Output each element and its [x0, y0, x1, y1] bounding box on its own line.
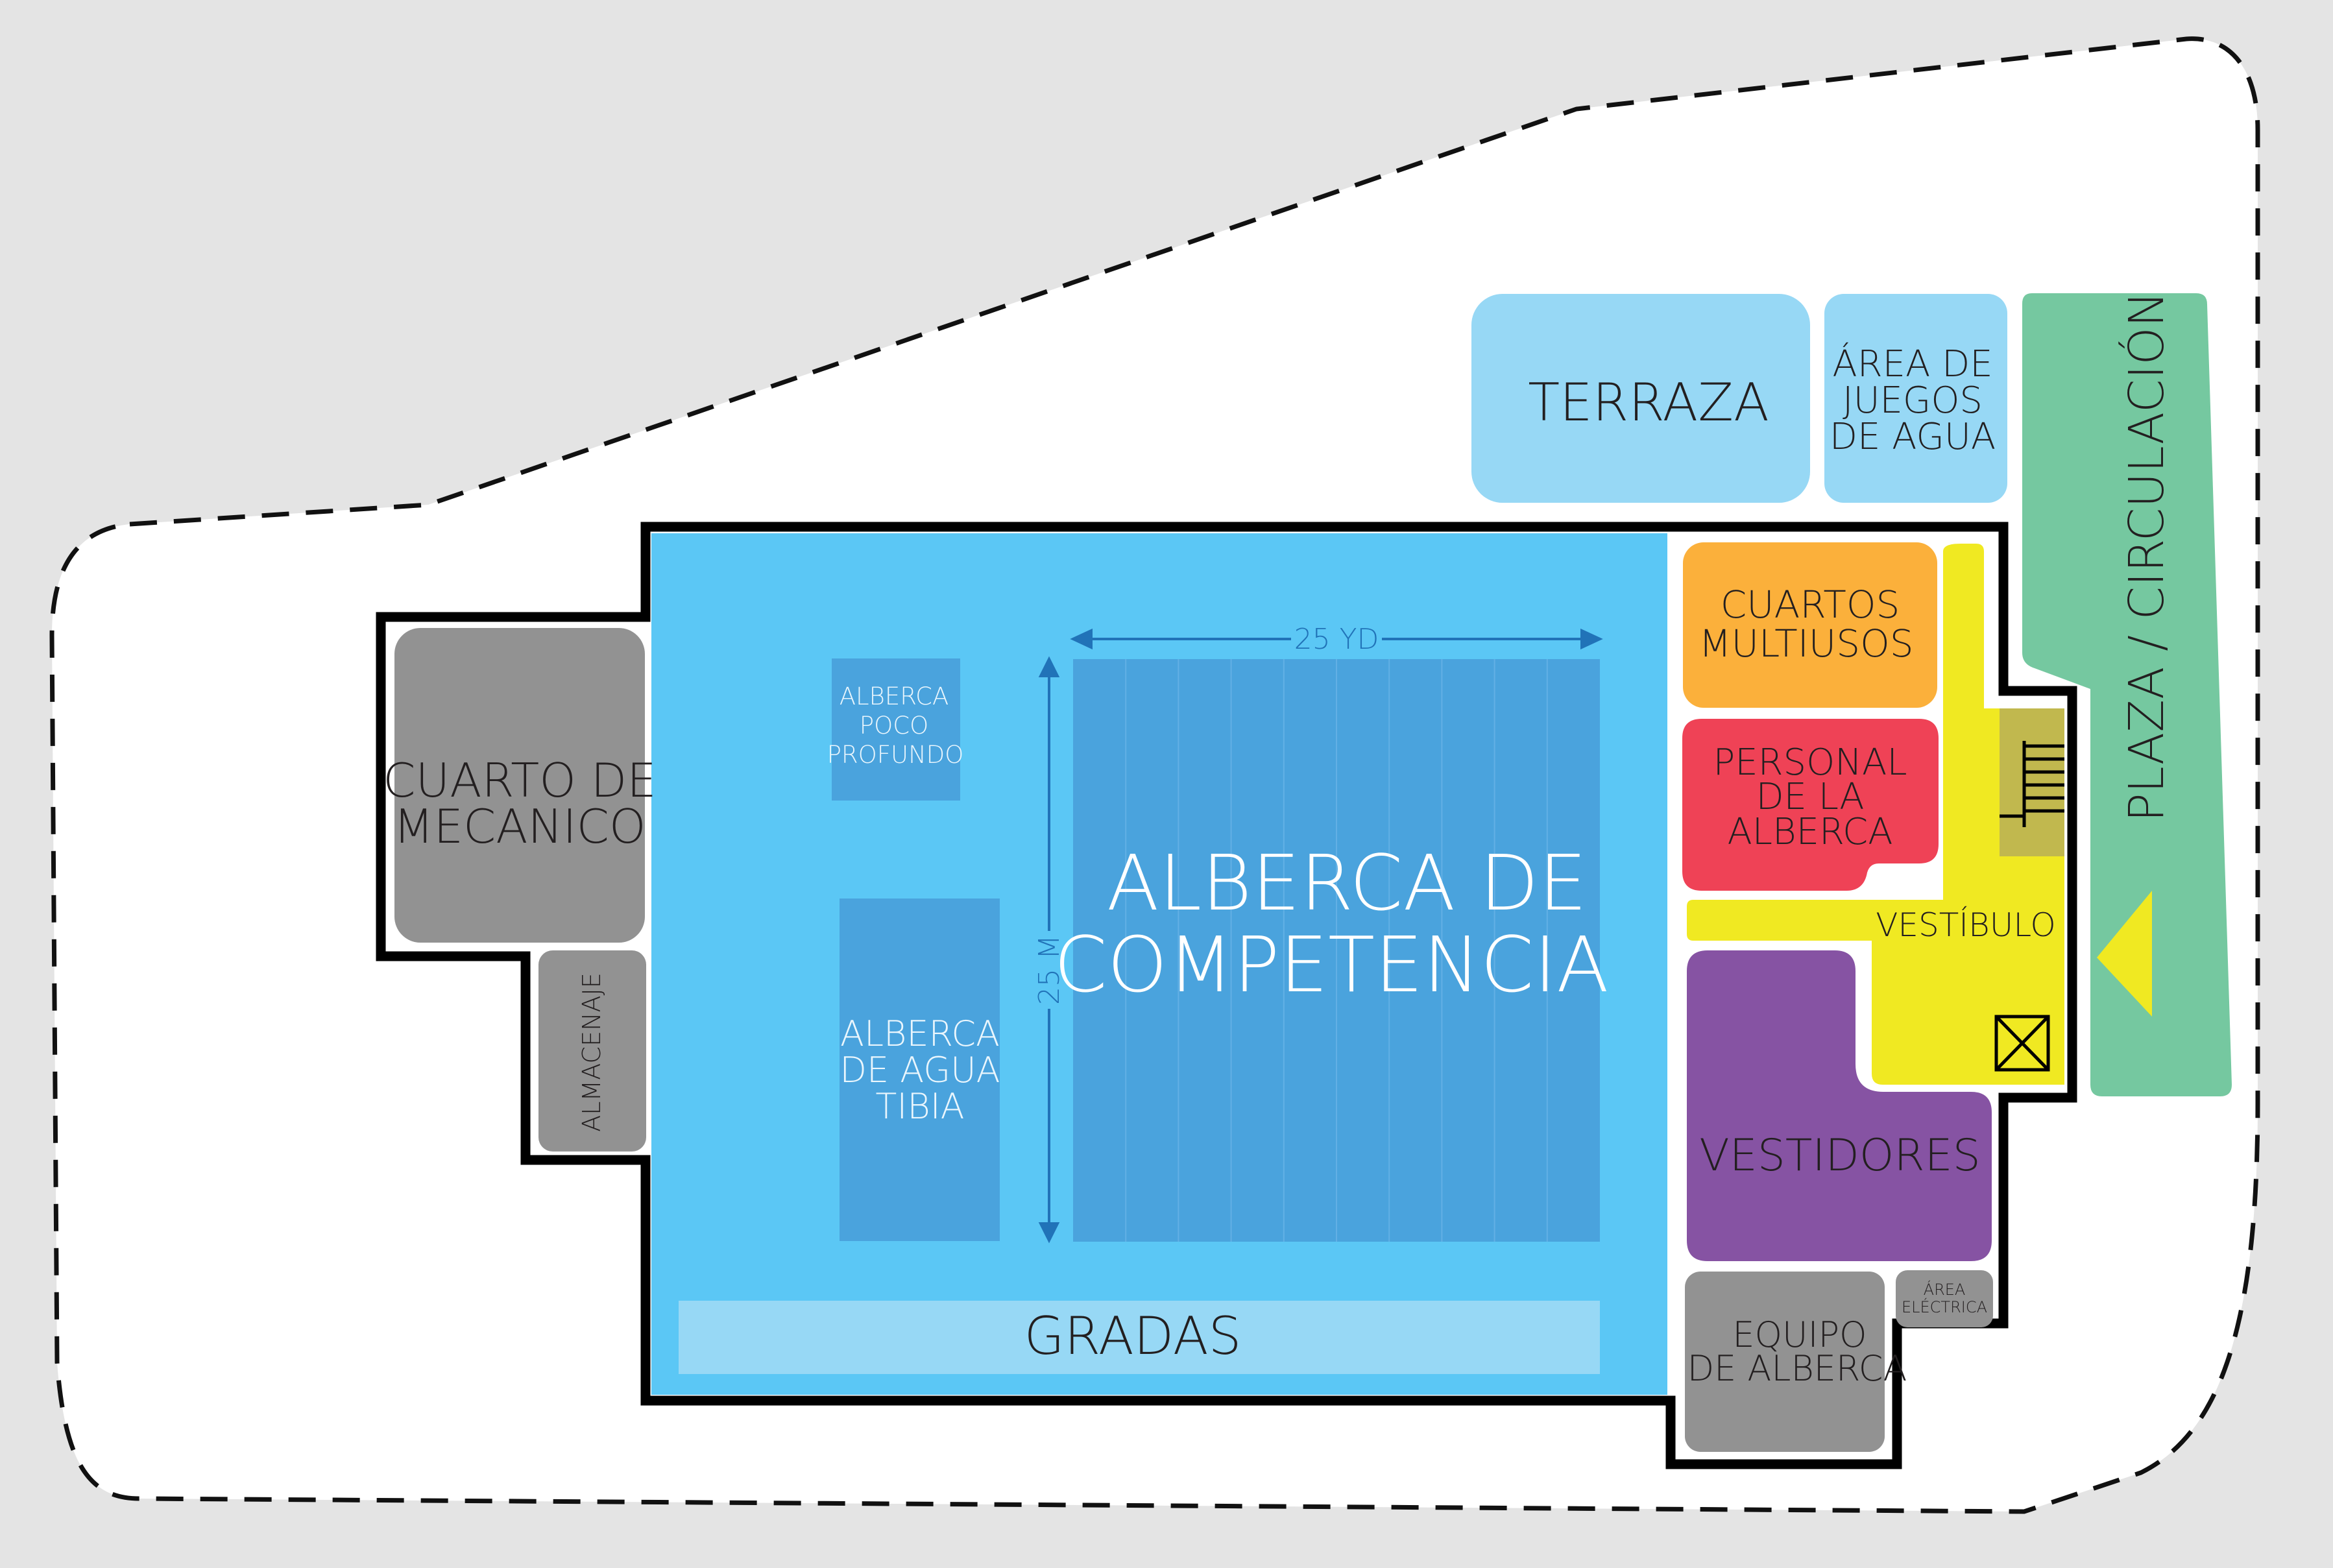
terrace-label: TERRAZA [1528, 372, 1769, 433]
multipurpose-rooms[interactable] [1683, 542, 1937, 708]
locker-rooms-label: VESTIDORES [1699, 1130, 1981, 1181]
water-play-label-1: ÁREA DE [1832, 343, 1992, 385]
warm-pool-label-2: DE AGUA [840, 1050, 1000, 1091]
electrical-room[interactable] [1896, 1270, 1993, 1327]
warm-water-pool[interactable] [840, 899, 1000, 1241]
warm-pool-label-3: TIBIA [875, 1086, 964, 1127]
competition-pool-label-2: COMPETENCIA [1054, 920, 1609, 1009]
storage-room[interactable] [538, 950, 646, 1152]
water-play-label-3: DE AGUA [1830, 416, 1996, 458]
equipment-label-1: EQUIPO [1732, 1314, 1867, 1355]
staff-label-1: PERSONAL [1713, 742, 1907, 784]
bleachers[interactable] [679, 1301, 1600, 1374]
staff-label-2: DE LA [1756, 776, 1864, 818]
electrical-label-2: ELÉCTRICA [1902, 1297, 1987, 1316]
staff-label-3: ALBERCA [1727, 811, 1892, 853]
storage-label: ALMACENAJE [577, 972, 606, 1131]
length-dimension-arrow [1038, 656, 1060, 1244]
length-dimension-label: 25 M [1033, 935, 1066, 1005]
lobby[interactable] [1687, 544, 2064, 1085]
multipurpose-label-2: MULTIUSOS [1698, 621, 1913, 666]
shallow-pool-label-3: PROFUNDO [827, 741, 964, 769]
multipurpose-label-1: CUARTOS [1721, 583, 1900, 627]
lobby-label: VESTÍBULO [1876, 906, 2056, 944]
water-play-area[interactable] [1824, 294, 2007, 503]
stairs[interactable] [2000, 708, 2064, 856]
water-play-label-2: JUEGOS [1843, 380, 1983, 422]
lane-lines [1125, 659, 1548, 1242]
entrance-arrow-icon [2097, 891, 2152, 1017]
equipment-label-2: DE ALBERCA [1687, 1348, 1907, 1389]
plaza-label: PLAZA / CIRCULACIÓN [2118, 291, 2175, 822]
shallow-pool-label-2: POCO [860, 712, 928, 740]
terrace[interactable] [1471, 294, 1810, 503]
plaza-circulation[interactable] [2022, 293, 2232, 1096]
shallow-pool-label-1: ALBERCA [840, 682, 949, 710]
stairs-treads [2000, 741, 2064, 827]
competition-pool-label-1: ALBERCA DE [1107, 838, 1587, 928]
mechanical-room[interactable] [394, 628, 645, 943]
pool-equipment-room[interactable] [1685, 1272, 1885, 1452]
width-dimension-arrow [1070, 628, 1603, 650]
pool-staff-room[interactable] [1682, 719, 1939, 891]
bleachers-label: GRADAS [1024, 1306, 1242, 1366]
elevator-icon [1994, 1015, 2050, 1072]
warm-pool-label-1: ALBERCA [840, 1013, 1000, 1054]
width-dimension-label: 25 YD [1294, 623, 1379, 656]
locker-rooms[interactable] [1687, 950, 1992, 1261]
shallow-pool[interactable] [832, 658, 960, 801]
mechanical-label-1: CUARTO DE [383, 753, 657, 808]
mechanical-label-2: MECANICO [393, 799, 646, 854]
electrical-label-1: ÁREA [1924, 1280, 1966, 1299]
